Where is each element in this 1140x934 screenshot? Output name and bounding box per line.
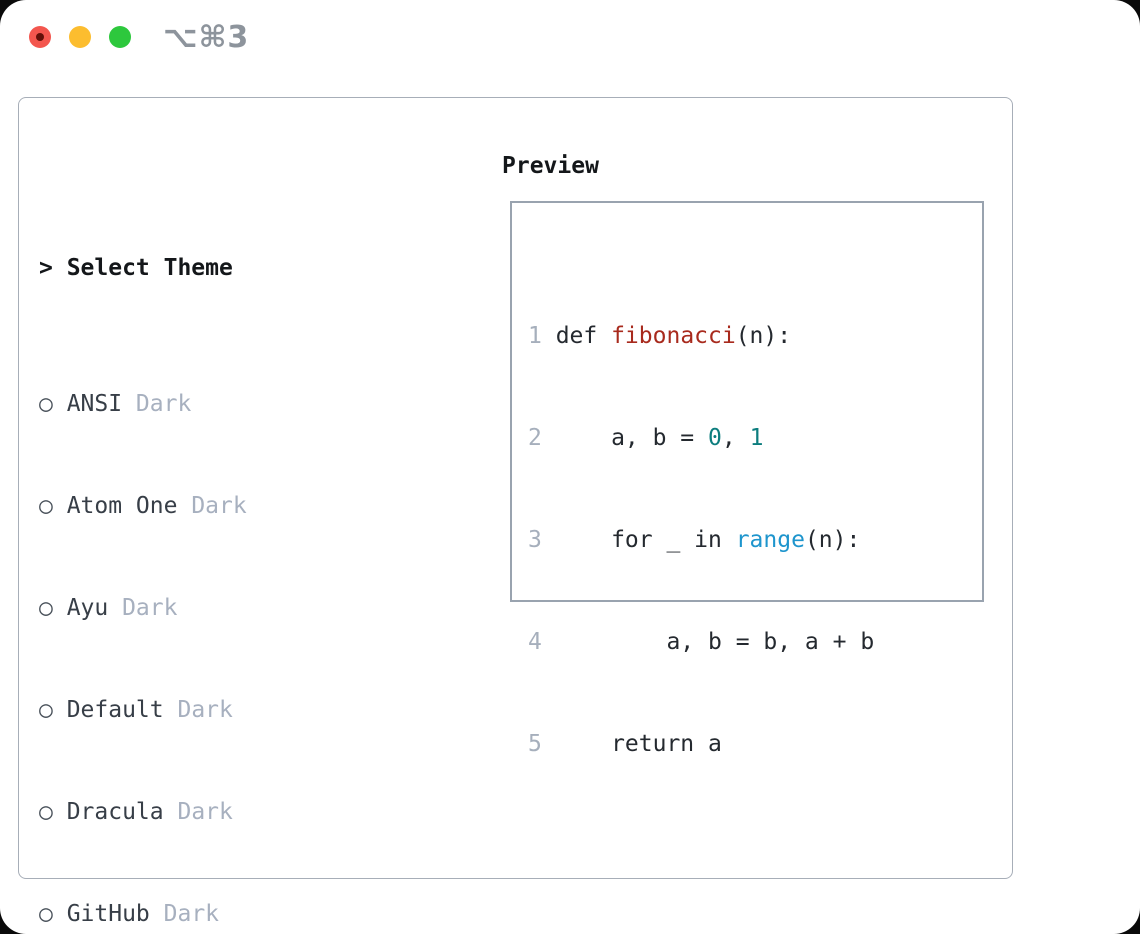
code-line: 4 a, b = b, a + b — [528, 625, 982, 659]
radio-icon: ○ — [39, 391, 53, 417]
number-token: 1 — [749, 425, 764, 451]
minimize-button-icon[interactable] — [69, 26, 91, 48]
line-number: 1 — [528, 323, 542, 349]
radio-icon: ○ — [39, 901, 53, 927]
builtin-token: range — [735, 527, 805, 553]
function-name-token: fibonacci — [611, 323, 736, 349]
code-line: 5 return a — [528, 727, 982, 761]
gap — [528, 863, 982, 897]
theme-list-title: Select Theme — [66, 255, 233, 281]
number-token: 0 — [708, 425, 722, 451]
radio-icon: ○ — [39, 799, 53, 825]
close-button-icon[interactable] — [29, 26, 51, 48]
theme-list-header: > Select Theme — [39, 251, 427, 285]
cursor-icon: > — [39, 255, 53, 281]
preview-title: Preview — [502, 153, 599, 179]
line-number: 3 — [528, 527, 542, 553]
line-number: 2 — [528, 425, 542, 451]
line-number: 4 — [528, 629, 542, 655]
radio-icon: ○ — [39, 697, 53, 723]
line-number: 5 — [528, 731, 542, 757]
window-titlebar: ⌥⌘3 — [0, 0, 1140, 75]
code-line: 3 for _ in range(n): — [528, 523, 982, 557]
radio-icon: ○ — [39, 595, 53, 621]
code-line: 2 a, b = 0, 1 — [528, 421, 982, 455]
zoom-button-icon[interactable] — [109, 26, 131, 48]
radio-icon: ○ — [39, 493, 53, 519]
window-title-shortcut: ⌥⌘3 — [163, 20, 250, 55]
